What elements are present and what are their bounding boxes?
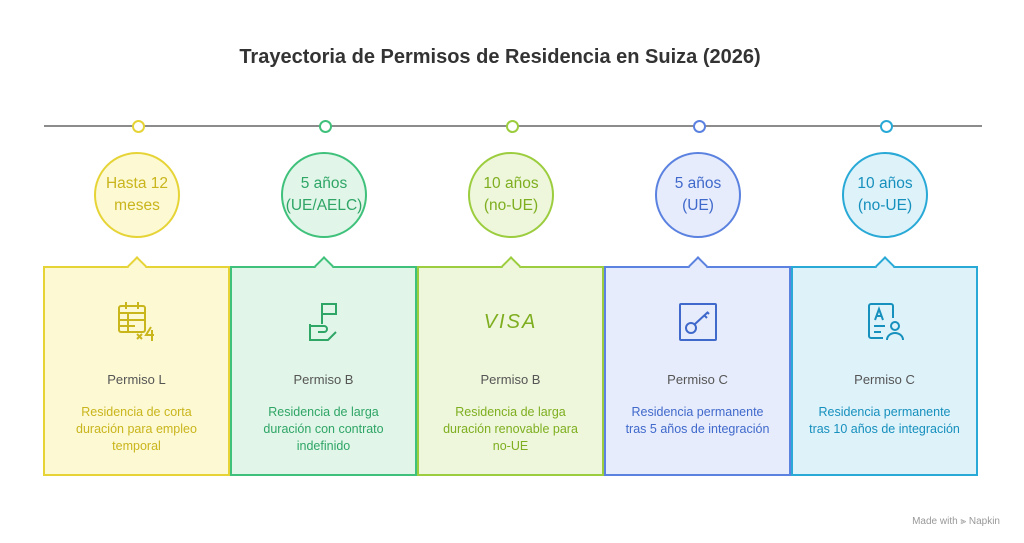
duration-label-4: 5 años (UE) (674, 175, 722, 214)
permit-card-1: Permiso L Residencia de corta duración p… (43, 256, 230, 476)
duration-label-1: Hasta 12 meses (105, 175, 169, 214)
made-with-napkin-footer: Made with ⫸ Napkin (912, 516, 1000, 527)
permit-name-3: Permiso B (480, 372, 541, 387)
permit-card-2: Permiso B Residencia de larga duración c… (230, 256, 417, 476)
card-notch (874, 256, 895, 276)
permit-card-4: Permiso C Residencia permanente tras 5 a… (604, 256, 791, 476)
permit-description-2: Residencia de larga duración con contrat… (263, 405, 384, 453)
timeline-dot-4 (693, 120, 706, 133)
duration-label-5: 10 años (no-UE) (857, 175, 913, 214)
permit-card-5: Permiso C Residencia permanente tras 10 … (791, 256, 978, 476)
card-notch (313, 256, 334, 276)
id-person-icon (861, 298, 909, 346)
card-notch (500, 256, 521, 276)
timeline-dot-2 (319, 120, 332, 133)
duration-circle-4: 5 años (UE) (655, 152, 741, 238)
permit-description-5: Residencia permanente tras 10 años de in… (809, 405, 960, 436)
visa-icon: VISA (483, 298, 538, 346)
card-notch (126, 256, 147, 276)
card-notch (687, 256, 708, 276)
duration-circle-3: 10 años (no-UE) (468, 152, 554, 238)
hand-flag-icon (300, 298, 348, 346)
visa-icon-text: VISA (483, 310, 538, 333)
duration-circle-2: 5 años (UE/AELC) (281, 152, 367, 238)
duration-circle-1: Hasta 12 meses (94, 152, 180, 238)
calendar-x4-icon (113, 298, 161, 346)
timeline-dot-1 (132, 120, 145, 133)
permit-name-1: Permiso L (107, 372, 166, 387)
permit-name-4: Permiso C (667, 372, 728, 387)
permit-description-1: Residencia de corta duración para empleo… (76, 405, 197, 453)
permit-name-5: Permiso C (854, 372, 915, 387)
permit-card-3: VISA Permiso B Residencia de larga durac… (417, 256, 604, 476)
key-card-icon (674, 298, 722, 346)
permit-name-2: Permiso B (293, 372, 354, 387)
diagram-title: Trayectoria de Permisos de Residencia en… (239, 46, 761, 68)
duration-circle-5: 10 años (no-UE) (842, 152, 928, 238)
timeline-dot-5 (880, 120, 893, 133)
duration-label-3: 10 años (no-UE) (483, 175, 539, 214)
duration-label-2: 5 años (UE/AELC) (285, 175, 363, 214)
permit-description-4: Residencia permanente tras 5 años de int… (625, 405, 770, 436)
permit-description-3: Residencia de larga duración renovable p… (443, 405, 578, 453)
timeline-dot-3 (506, 120, 519, 133)
